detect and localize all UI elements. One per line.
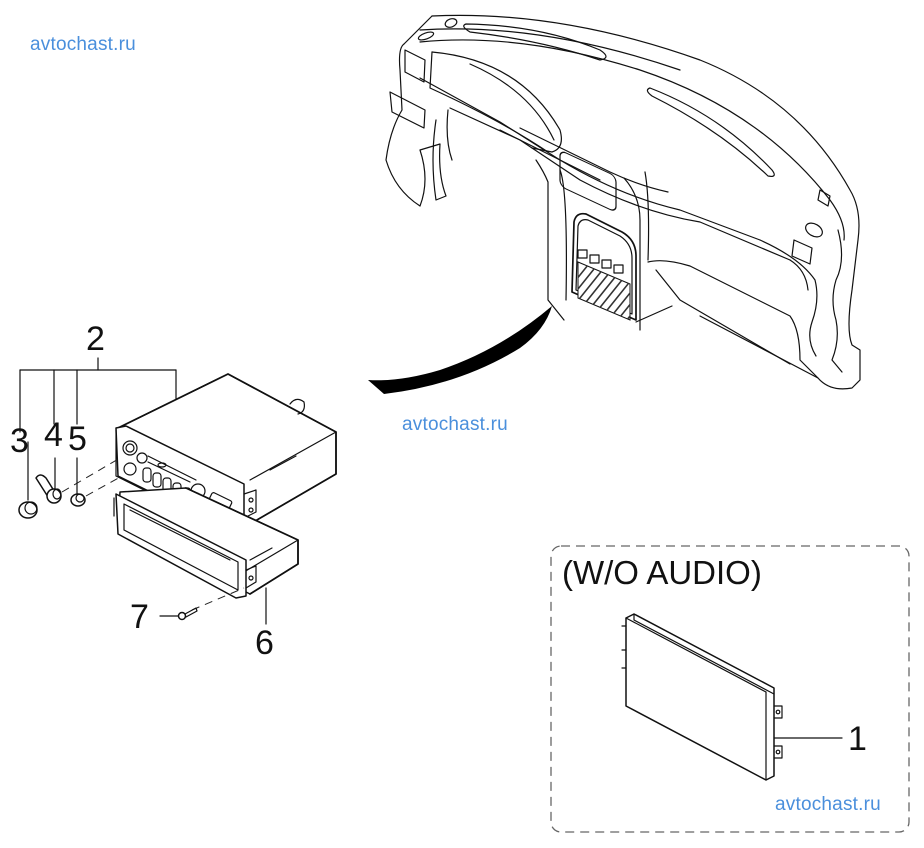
callout-1: 1 <box>848 720 867 758</box>
knob-4 <box>35 474 62 504</box>
knob-3 <box>18 501 38 519</box>
watermark: avtochast.ru <box>775 794 881 815</box>
dashboard-illustration <box>385 14 861 390</box>
callout-7: 7 <box>130 598 149 636</box>
variant-label: (W/O AUDIO) <box>562 554 762 591</box>
blank-cover-plate <box>621 613 783 781</box>
callout-4: 4 <box>44 416 63 454</box>
watermark: avtochast.ru <box>402 414 508 435</box>
screw-7 <box>177 607 198 621</box>
hatched-panel <box>577 261 631 321</box>
callout-6: 6 <box>255 624 274 662</box>
knob-5 <box>70 493 86 507</box>
variant-box-border <box>550 545 910 833</box>
callout-5: 5 <box>68 420 87 458</box>
arrow-pointer <box>368 306 552 394</box>
callout-3: 3 <box>10 422 29 460</box>
watermark: avtochast.ru <box>30 34 136 55</box>
pocket-bracket <box>113 487 299 599</box>
callout-2: 2 <box>86 320 105 358</box>
